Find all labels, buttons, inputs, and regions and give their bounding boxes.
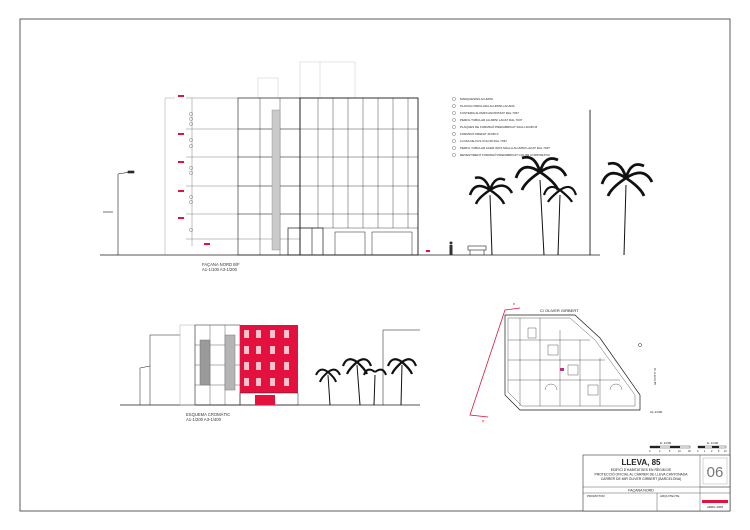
north-elevation-label: FAÇANA NORD B/F [202, 262, 240, 267]
scale-right-label: E: 1/100 [707, 441, 719, 445]
corner-scale: A1-1/200 A3-1/400 [186, 417, 222, 422]
scale-left-tick: 5 [669, 450, 671, 453]
scale-right-tick: 10 [724, 450, 727, 453]
palm-trees-icon [468, 155, 654, 256]
legend-item: FORMIGÓ PREFAT 40×80 P [460, 131, 499, 136]
legend-item: MARQUESINA ALUMINI [460, 97, 493, 101]
north-elevation [100, 61, 600, 256]
site-plan [469, 307, 642, 418]
scale-left-tick: 0 [649, 450, 651, 453]
section-mark-bottom: B' [482, 419, 485, 423]
legend-item: PLANXA ONDULADA ALUMINI LACADA [460, 104, 515, 108]
date-label: ABRIL 2008 [707, 505, 723, 509]
project-description-line1: EDIFICI D'HABITATGES EN RÈGIM DE [611, 467, 672, 472]
legend-item: PERFIL TUBULAR ACER INOX MALLA ALUMINI L… [460, 146, 550, 150]
legend-item: REVESTIMENT FORMIGÓ PREFABRICAT COLOR CO… [460, 152, 550, 157]
project-title: LLEVA, 85 [622, 458, 662, 467]
north-elevation-scale: A1-1/100 A3-1/200 [202, 267, 238, 272]
scale-left-tick: 20 [688, 450, 691, 453]
promoter-label: PROMOTOR [587, 494, 605, 498]
legend-item: PLAQUES DE FORMIGÓ PREFABRICAT FACH 40×8… [460, 124, 538, 129]
legend-item: PERFIL TUBULAR ALUMINI LACAT RAL 7037 [460, 118, 523, 122]
sheet-border [19, 18, 731, 512]
scale-bars: E: 1/200 0 2 5 10 20 E: 1/100 0 1 2 5 10 [649, 441, 727, 453]
legend-item: LLOSA DE FUS COLOR RAL 7037 [460, 139, 507, 143]
corner-label: ESQUEMA CROMÀTIC [186, 412, 230, 417]
scale-right-tick: 2 [711, 450, 713, 453]
scale-right-tick: 1 [704, 450, 706, 453]
legend-item: FUSTERIA ALUMINI ANODITZAT RAL 7037 [460, 111, 519, 115]
person-icon [449, 241, 453, 255]
scale-right-tick: 5 [718, 450, 720, 453]
scale-left-label: E: 1/200 [660, 441, 672, 445]
corner-palms-icon [315, 329, 420, 406]
scale-left-tick: 2 [659, 450, 661, 453]
scale-left-tick: 10 [678, 450, 681, 453]
plan-scale: A1-1/200 [650, 410, 663, 414]
architect-label: ARQUITECTE [660, 494, 679, 498]
sheet-name: FAÇANA NORD [628, 489, 654, 493]
plan-street-top: C/ OLIVER GIRBERT [540, 308, 579, 313]
sheet-number: 06 [707, 464, 724, 481]
bench-icon [467, 245, 487, 255]
project-description-line2: PROTECCIÓ OFICIAL AL CARRER DE LLEVA CAN… [594, 472, 688, 477]
title-block: LLEVA, 85 EDIFICI D'HABITATGES EN RÈGIM … [582, 454, 731, 512]
plan-street-side: C/ LLEVA 85 [653, 368, 657, 385]
section-mark-top: B [513, 302, 515, 306]
red-facade [239, 325, 299, 406]
project-description-line3: CARRER DE MIR OLIVER GIRBERT (BARCELONA) [601, 477, 682, 481]
scale-right-tick: 0 [697, 450, 699, 453]
material-legend: MARQUESINA ALUMINI PLANXA ONDULADA ALUMI… [452, 97, 550, 157]
